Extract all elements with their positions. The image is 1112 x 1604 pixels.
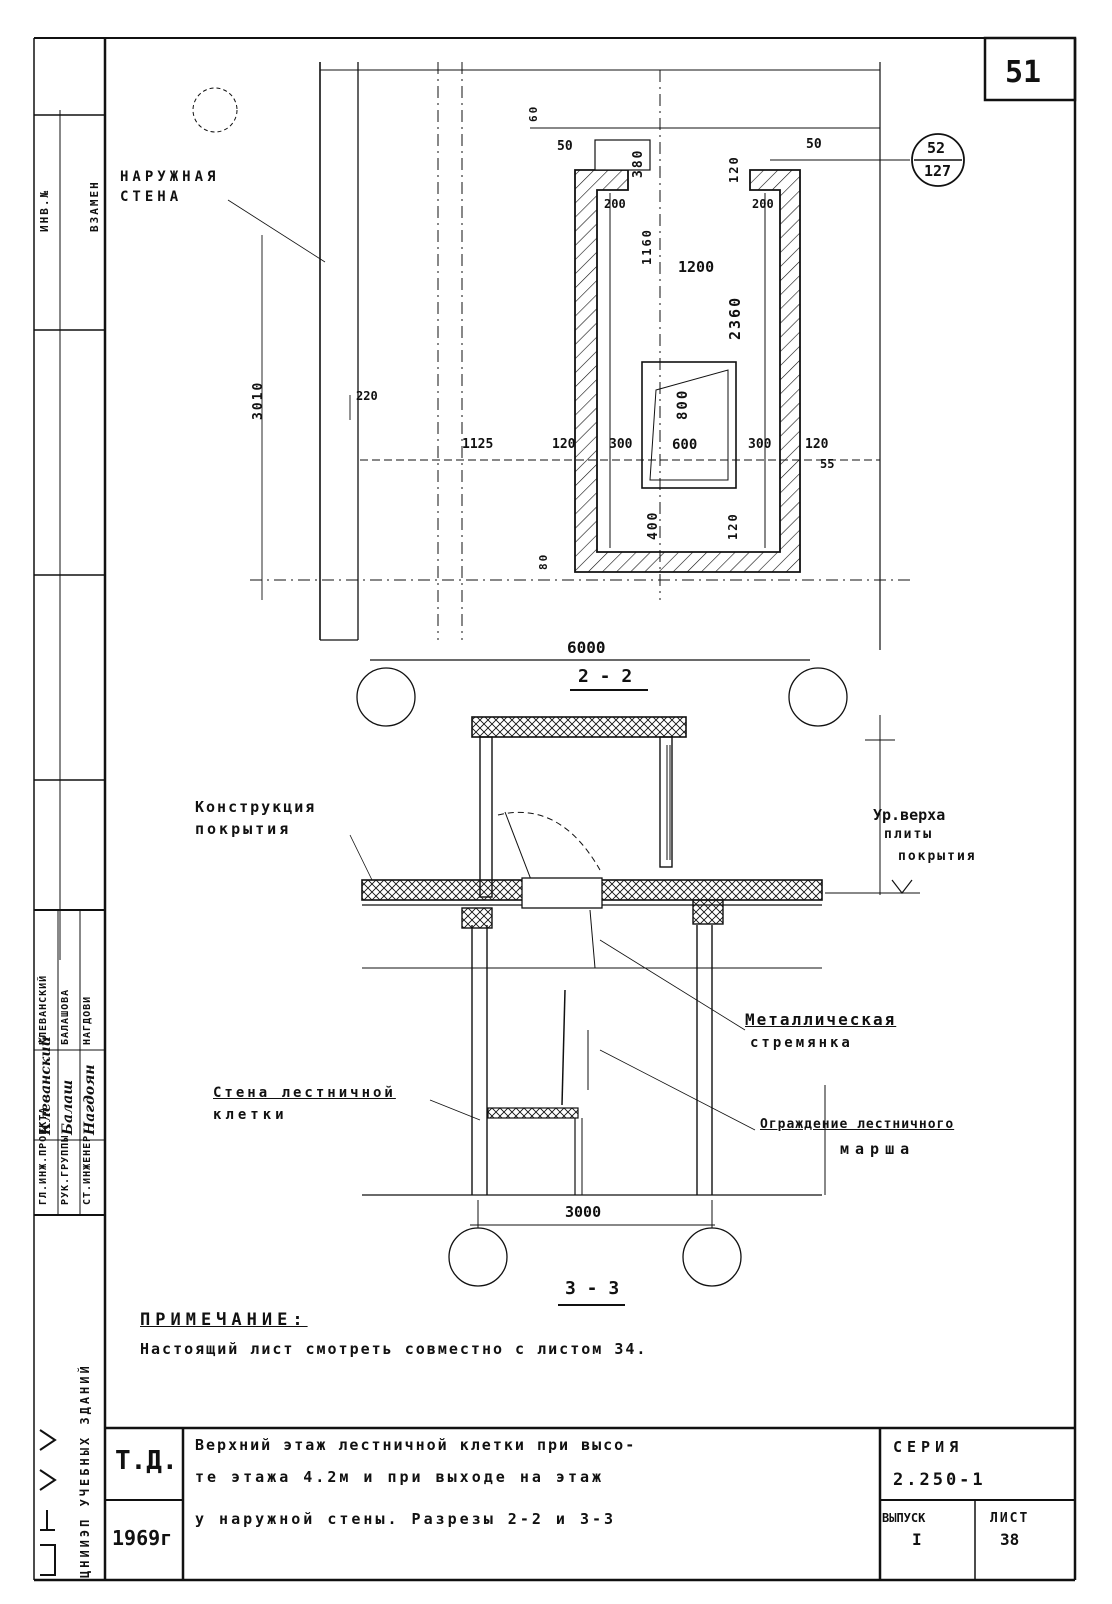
dim-50-left: 50: [557, 139, 573, 154]
section-title-underlines: [558, 689, 648, 1306]
dim-600: 600: [672, 437, 698, 453]
inv-number-label: ИНВ.№: [38, 188, 51, 232]
dim-50-right: 50: [806, 137, 822, 152]
level-label-1: Ур.верха: [873, 806, 946, 824]
stair-wall-label-1: Стена лестничной: [213, 1085, 396, 1101]
plan-view: [192, 62, 915, 661]
dim-400: 400: [646, 510, 661, 540]
section-3-3-title: 3 - 3: [565, 1278, 620, 1299]
dim-300-right: 300: [748, 437, 772, 452]
sheet-label: ЛИСТ: [990, 1511, 1030, 1526]
dim-2360: 2360: [726, 295, 744, 340]
section-2-2: [349, 715, 920, 1226]
dim-1160: 1160: [640, 228, 654, 265]
dim-120-top: 120: [727, 155, 741, 183]
plan-outer-wall-label-1: НАРУЖНАЯ: [120, 169, 220, 185]
dim-60: 60: [527, 104, 540, 122]
stair-wall-label-2: клетки: [213, 1107, 288, 1123]
title-line-2: те этажа 4.2м и при выходе на этаж: [195, 1468, 605, 1486]
sheet-value: 38: [1000, 1530, 1020, 1549]
series-value: 2.250-1: [893, 1470, 986, 1490]
roof-construction-label-2: покрытия: [195, 820, 292, 838]
dim-55: 55: [820, 457, 835, 471]
note-text: Настоящий лист смотреть совместно с лист…: [140, 1340, 648, 1358]
name-2: БАЛАШОВА: [60, 988, 71, 1045]
name-1: КЛЕВАНСКИЙ: [38, 974, 49, 1045]
dim-120-right: 120: [805, 437, 829, 452]
signature-2: Балаш: [60, 1079, 76, 1135]
dim-3010: 3010: [251, 380, 266, 420]
note-heading: ПРИМЕЧАНИЕ:: [140, 1310, 308, 1330]
role-group-lead: РУК.ГРУППЫ: [60, 1134, 71, 1205]
dim-300-left: 300: [609, 437, 633, 452]
dim-200-right: 200: [752, 197, 774, 211]
axis-markers: [356, 667, 848, 1287]
dim-380: 380: [631, 148, 646, 178]
signature-1: Клеванский: [38, 1036, 54, 1135]
railing-label-2: марша: [840, 1140, 916, 1158]
detail-ref-top: 52: [927, 139, 946, 157]
issue-label: ВЫПУСК: [882, 1511, 926, 1525]
dim-6000: 6000: [567, 638, 606, 657]
sheet-number: 51: [1005, 55, 1042, 90]
ladder-label-1: Металлическая: [745, 1010, 897, 1029]
level-label-2: плиты: [884, 827, 934, 842]
plan-outer-wall-label-2: СТЕНА: [120, 189, 183, 205]
section-2-2-title: 2 - 2: [578, 666, 633, 687]
signature-3: Нагдоян: [82, 1064, 98, 1135]
detail-reference: [911, 133, 965, 187]
dim-120-left: 120: [552, 437, 576, 452]
level-mark: 1125: [462, 437, 494, 452]
ladder-label-2: стремянка: [750, 1035, 853, 1051]
dim-200-left: 200: [604, 197, 626, 211]
dim-800: 800: [675, 388, 691, 420]
dim-220: 220: [356, 389, 378, 403]
sheet-frame: [33, 36, 1077, 1582]
roof-construction-label-1: Конструкция: [195, 798, 317, 816]
dim-120-bottom: 120: [726, 512, 740, 540]
series-label: СЕРИЯ: [893, 1438, 964, 1456]
title-line-3: у наружной стены. Разрезы 2-2 и 3-3: [195, 1510, 617, 1528]
railing-label-1: Ограждение лестничного: [760, 1117, 955, 1132]
org-logo: [39, 1429, 57, 1576]
dim-80: 80: [537, 552, 550, 570]
dim-1200: 1200: [678, 258, 715, 276]
td-label: Т.Д.: [115, 1446, 178, 1476]
replaces-label: ВЗАМЕН: [88, 180, 101, 232]
year-label: 1969г: [112, 1526, 173, 1550]
level-label-3: покрытия: [898, 849, 977, 864]
dim-3000: 3000: [565, 1203, 602, 1221]
title-line-1: Верхний этаж лестничной клетки при высо-: [195, 1436, 637, 1454]
name-3: НАГДОВИ: [82, 995, 93, 1045]
organization-name: ЦНИИЭП УЧЕБНЫХ ЗДАНИЙ: [78, 1363, 92, 1578]
issue-value: I: [912, 1530, 922, 1549]
detail-ref-bottom: 127: [924, 162, 952, 180]
role-senior-engineer: СТ.ИНЖЕНЕР: [82, 1134, 93, 1205]
